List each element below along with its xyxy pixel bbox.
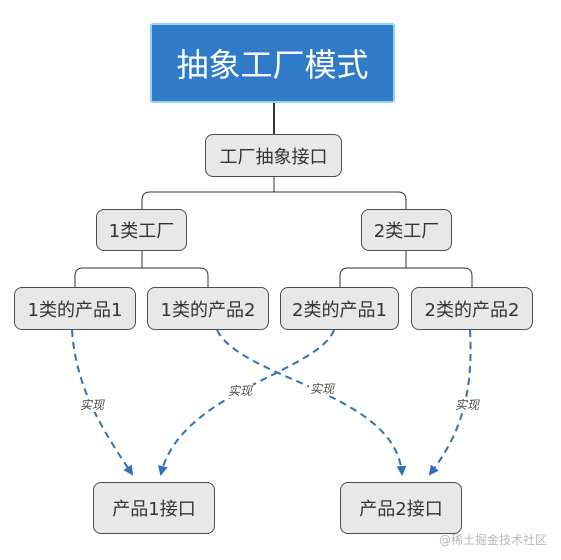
- product-c2p2-node: 2类的产品2: [411, 287, 533, 330]
- factory2-to-products-connector: [339, 251, 473, 287]
- product-c2p1-node: 2类的产品1: [280, 287, 399, 330]
- implements-label: 实现: [454, 398, 481, 412]
- implements-label: 实现: [309, 382, 336, 396]
- watermark-text: @稀土掘金技术社区: [438, 533, 547, 547]
- implements-label: 实现: [79, 398, 106, 412]
- implements-arrow-c2p1-to-product1-interface: [157, 329, 335, 476]
- factory1-to-products-connector: [74, 251, 209, 287]
- interface-to-factories-connector: [141, 177, 407, 210]
- abstract-factory-interface-node: 工厂抽象接口: [205, 134, 342, 177]
- product-c1p1-node: 1类的产品1: [14, 287, 136, 330]
- product-1-interface-node: 产品1接口: [93, 482, 215, 534]
- diagram-title-node: 抽象工厂模式: [150, 23, 395, 103]
- implements-arrow-c2p2-to-product2-interface: [428, 329, 472, 476]
- implements-arrow-c1p2-to-product2-interface: [216, 329, 407, 476]
- factory-2-node: 2类工厂: [361, 209, 452, 251]
- implements-label: 实现: [227, 384, 254, 398]
- product-2-interface-node: 产品2接口: [340, 482, 462, 534]
- factory-1-node: 1类工厂: [96, 209, 187, 251]
- product-c1p2-node: 1类的产品2: [147, 287, 269, 330]
